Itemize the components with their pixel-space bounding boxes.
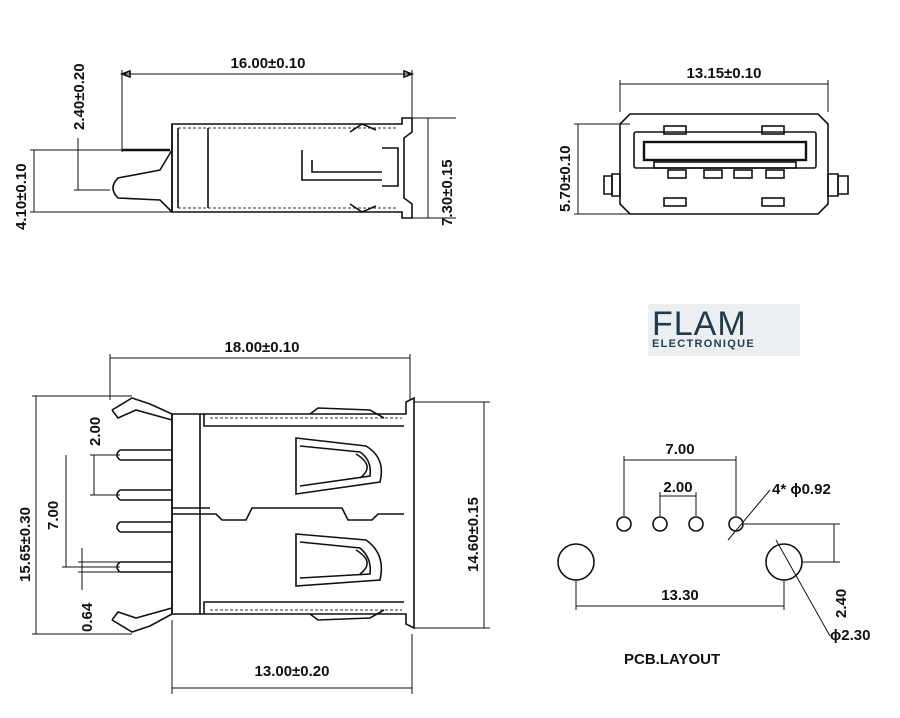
- top-pin-width-dim: 0.64: [79, 602, 96, 632]
- front-height-dim: 5.70±0.10: [557, 145, 574, 212]
- top-pitch-dim: 2.00: [87, 417, 104, 446]
- pcb-offset-dim: 2.40: [833, 589, 850, 618]
- side-pin-offset-dim: 4.10±0.10: [13, 163, 30, 230]
- pins: [116, 449, 172, 573]
- pcb-large-hole-dim: ϕ2.30: [830, 627, 870, 644]
- pcb-span-dim: 7.00: [665, 441, 694, 458]
- side-tab-dim: 2.40±0.20: [71, 63, 88, 130]
- side-length-dim: 16.00±0.10: [231, 55, 306, 72]
- top-depth-dim: 15.65±0.30: [17, 507, 34, 582]
- pcb-layout: 7.00 2.00 4* ϕ0.92 13.30 2.40 ϕ2.30 PCB.…: [557, 441, 870, 668]
- top-body-width-dim: 14.60±0.15: [465, 497, 482, 572]
- logo-sub: ELECTRONIQUE: [652, 338, 755, 350]
- logo-name: FLAM: [652, 305, 747, 343]
- front-view: 13.15±0.10 5.70±0.10: [557, 65, 849, 215]
- pcb-pitch-dim: 2.00: [663, 479, 692, 496]
- top-view: 18.00±0.10 2.00: [17, 339, 490, 694]
- pcb-mount-span-dim: 13.30: [661, 587, 699, 604]
- side-view: 16.00±0.10 2.40±0.20 4.10±0.10 7.30±0.15: [13, 55, 456, 230]
- flam-logo: FLAM ELECTRONIQUE: [648, 304, 800, 356]
- top-pin-span-dim: 7.00: [45, 501, 62, 530]
- side-height-dim: 7.30±0.15: [439, 159, 456, 226]
- top-body-length-dim: 13.00±0.20: [255, 663, 330, 680]
- pcb-small-hole-dim: 4* ϕ0.92: [772, 481, 831, 498]
- top-overall-dim: 18.00±0.10: [225, 339, 300, 356]
- front-width-dim: 13.15±0.10: [687, 65, 762, 82]
- pcb-layout-title: PCB.LAYOUT: [624, 651, 720, 668]
